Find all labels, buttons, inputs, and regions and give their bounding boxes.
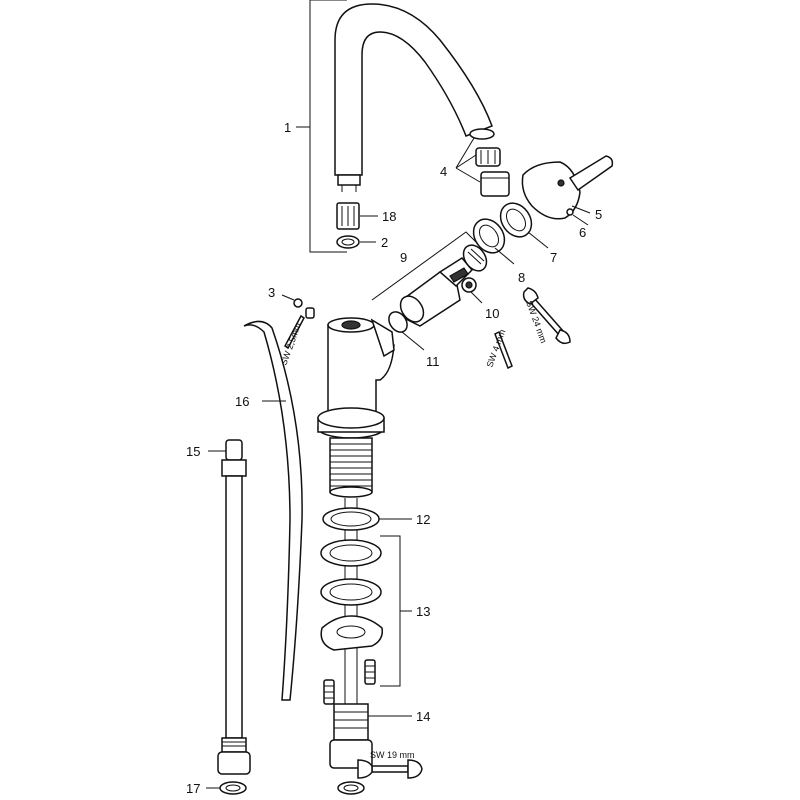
callout-10: 10 [485,306,499,321]
callout-12: 12 [416,512,430,527]
callout-5: 5 [595,207,602,222]
wrench-19mm-icon [357,759,423,779]
mounting-set-part-13 [320,539,384,685]
cartridge-part-9 [399,244,488,327]
screw-part-3 [293,298,315,319]
bracket-part-9 [371,231,479,301]
hose-end-right [329,703,373,795]
callout-3: 3 [268,285,275,300]
washer-part-17 [219,781,247,795]
cartridge-nut [462,244,488,272]
allen-key-2-5mm-icon [284,314,305,350]
tool-label-sw-24: SW 24 mm [524,299,549,344]
callout-16: 16 [235,394,249,409]
wrench-24mm-icon [522,287,571,345]
flexible-hose-part-15 [217,439,251,775]
callout-14: 14 [416,709,430,724]
cover-ring-part-7 [499,202,533,238]
callout-2: 2 [381,235,388,250]
threaded-rod-part-14 [323,679,335,705]
tool-label-sw-19: SW 19 mm [370,750,415,760]
lever-handle-part-5 [521,155,614,220]
callout-13: 13 [416,604,430,619]
callout-1: 1 [284,120,291,135]
threaded-nut-part-8 [472,218,506,254]
grub-screw-part-6 [566,208,574,216]
callout-18: 18 [382,209,396,224]
callout-11: 11 [426,354,440,369]
washer-part-10 [461,277,477,293]
callout-6: 6 [579,225,586,240]
callout-7: 7 [550,250,557,265]
bracket-part-1 [296,0,347,253]
callout-9: 9 [400,250,407,265]
callout-15: 15 [186,444,200,459]
aerator-part-18 [336,202,360,230]
spout-part-1 [334,3,493,192]
o-ring-part-2 [336,235,360,249]
faucet-body [317,317,395,704]
allen-key-4mm-icon [494,330,513,370]
flexible-rod-part-16 [243,320,303,701]
seal-part-11 [388,311,408,333]
callout-4: 4 [440,164,447,179]
callout-17: 17 [186,781,200,796]
callout-8: 8 [518,270,525,285]
aerator-set-part-4 [469,128,510,197]
washer-part-12 [322,507,380,531]
